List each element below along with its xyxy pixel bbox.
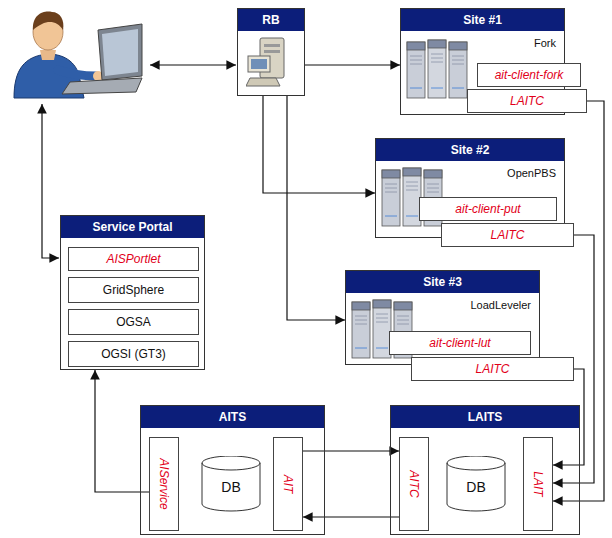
component-name: OGSA bbox=[116, 315, 151, 329]
panel-box: RB bbox=[237, 8, 305, 96]
database-label: DB bbox=[221, 479, 240, 495]
connector-arrow bbox=[553, 101, 604, 501]
component-name: AIService bbox=[157, 458, 171, 509]
header-band: Site #3 bbox=[346, 271, 539, 293]
database-label: DB bbox=[466, 479, 485, 495]
database-cylinder: DB bbox=[446, 456, 506, 512]
component-box: ait-client-put bbox=[419, 197, 557, 221]
header-band: Site #2 bbox=[376, 139, 564, 161]
component-name: LAITC bbox=[490, 228, 524, 242]
connector-arrow bbox=[287, 96, 345, 320]
connector-arrow bbox=[305, 64, 400, 65]
connector-arrow bbox=[303, 450, 399, 451]
user-portal-arrow bbox=[42, 104, 59, 258]
rb-computer-icon bbox=[246, 38, 284, 86]
connector-arrow bbox=[303, 516, 399, 517]
scheduler-label: LoadLeveler bbox=[470, 299, 531, 311]
scheduler-label: OpenPBS bbox=[507, 167, 556, 179]
header-band: RB bbox=[238, 9, 304, 31]
component-name: LAITC bbox=[475, 362, 509, 376]
vertical-component-box: AIT bbox=[273, 437, 303, 531]
server-rack-icon bbox=[407, 40, 467, 98]
panel-box: Service PortalAISPortletGridSphereOGSA OG… bbox=[60, 215, 205, 370]
component-box: LAITC bbox=[467, 89, 587, 113]
panel-box: AITS AIService DB AIT bbox=[140, 405, 325, 535]
component-box: LAITC bbox=[441, 223, 574, 247]
connector-arrow bbox=[263, 96, 375, 193]
component-name: AITC bbox=[407, 470, 421, 497]
component-name: ait-client-fork bbox=[495, 68, 564, 82]
component-name: OGSI (GT3) bbox=[101, 347, 166, 361]
component-name: GridSphere bbox=[103, 283, 164, 297]
panel-title: Site #3 bbox=[423, 275, 462, 289]
component-box: LAITC bbox=[411, 357, 574, 381]
layer-box: OGSI (GT3) bbox=[68, 341, 199, 367]
component-name: LAIT bbox=[531, 471, 545, 496]
panel-title: Site #2 bbox=[451, 143, 490, 157]
panel-title: RB bbox=[262, 13, 279, 27]
user-rb-arrow bbox=[150, 64, 236, 65]
component-name: ait-client-put bbox=[455, 202, 520, 216]
panel-title: Service Portal bbox=[92, 220, 172, 234]
component-name: AIT bbox=[281, 475, 295, 494]
database-cylinder: DB bbox=[201, 456, 261, 512]
component-name: ait-client-lut bbox=[429, 336, 490, 350]
header-band: Site #1 bbox=[401, 9, 564, 31]
header-band: Service Portal bbox=[61, 216, 204, 238]
component-box: ait-client-lut bbox=[389, 331, 531, 355]
layer-box: OGSA bbox=[68, 309, 199, 335]
vertical-component-box: AITC bbox=[399, 437, 429, 531]
component-name: AISPortlet bbox=[106, 252, 160, 266]
header-band: LAITS bbox=[391, 406, 579, 428]
user-figure bbox=[14, 12, 142, 98]
header-band: AITS bbox=[141, 406, 324, 428]
panel-box: LAITS AITC DB LAIT bbox=[390, 405, 580, 535]
vertical-component-box: LAIT bbox=[523, 437, 553, 531]
layer-box: GridSphere bbox=[68, 277, 199, 303]
panel-box: Site #2OpenPBSait-client-putLAITC bbox=[375, 138, 565, 238]
scheduler-label: Fork bbox=[534, 37, 556, 49]
panel-title: AITS bbox=[219, 410, 246, 424]
vertical-component-box: AIService bbox=[149, 437, 179, 531]
panel-title: LAITS bbox=[468, 410, 503, 424]
component-name: LAITC bbox=[510, 94, 544, 108]
panel-title: Site #1 bbox=[463, 13, 502, 27]
panel-box: Site #3LoadLevelerait-client-lutLAITC bbox=[345, 270, 540, 365]
component-box: ait-client-fork bbox=[477, 63, 581, 87]
component-box: AISPortlet bbox=[68, 247, 199, 271]
panel-box: Site #1 Fork ait-client-forkLAITC bbox=[400, 8, 565, 115]
